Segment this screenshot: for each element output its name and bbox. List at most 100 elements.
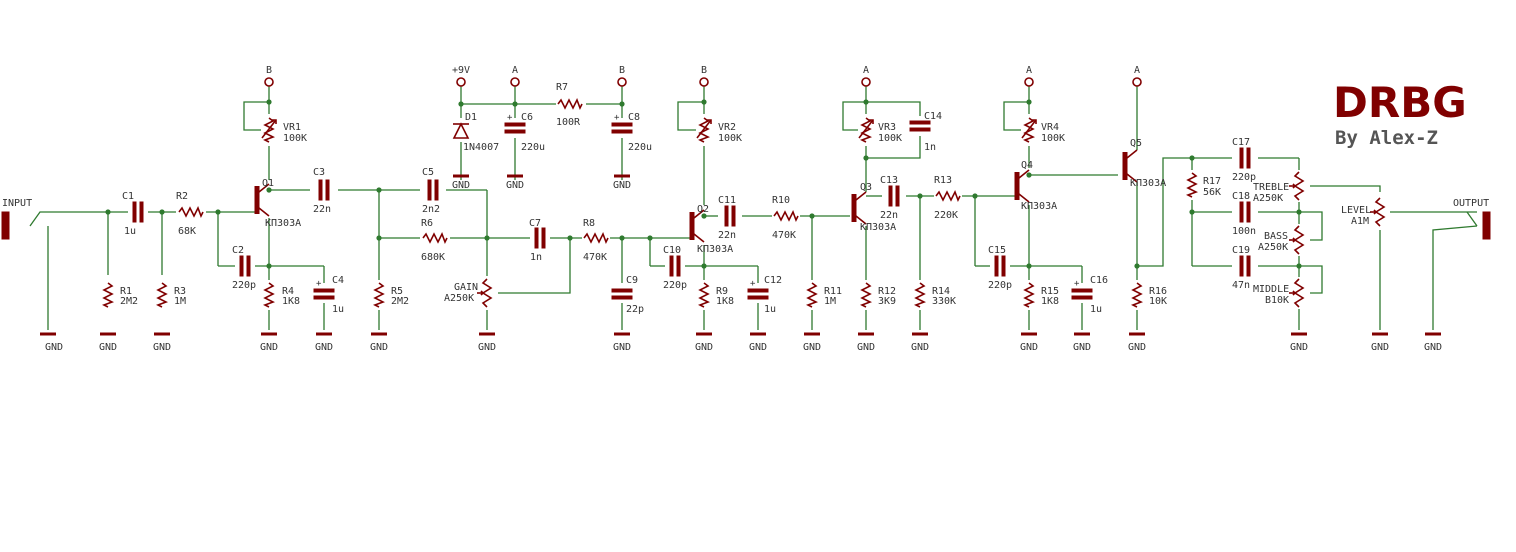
component-label: GND bbox=[260, 342, 278, 353]
component-label: 220u bbox=[628, 142, 652, 153]
component-label: 10K bbox=[1149, 296, 1167, 307]
component-label: GND bbox=[613, 180, 631, 191]
component-label: GND bbox=[1424, 342, 1442, 353]
component-label: 56K bbox=[1203, 187, 1221, 198]
component-label: 220K bbox=[934, 210, 958, 221]
component-label: 1M bbox=[174, 296, 186, 307]
component-label: КП303А bbox=[1021, 201, 1057, 212]
component-label: 1K8 bbox=[716, 296, 734, 307]
component-label: GND bbox=[506, 180, 524, 191]
component-label: GND bbox=[370, 342, 388, 353]
component-label: GAIN bbox=[454, 282, 478, 293]
component-label: КП303А bbox=[697, 244, 733, 255]
labels: INPUT OUTPUT GND GND GND GND GND GND GND… bbox=[2, 65, 1489, 353]
component-label: 22p bbox=[626, 304, 644, 315]
component-label: R7 bbox=[556, 82, 568, 93]
component-label: 330K bbox=[932, 296, 956, 307]
component-label: GND bbox=[99, 342, 117, 353]
component-label: Q1 bbox=[262, 178, 274, 189]
component-label: VR3 bbox=[878, 122, 896, 133]
resistors bbox=[100, 96, 1200, 310]
component-label: +9V bbox=[452, 65, 470, 76]
component-label: 680K bbox=[421, 252, 445, 263]
component-label: GND bbox=[45, 342, 63, 353]
component-label: 1u bbox=[764, 304, 776, 315]
component-label: КП303А bbox=[1130, 178, 1166, 189]
component-label: КП303А bbox=[265, 218, 301, 229]
component-label: GND bbox=[1073, 342, 1091, 353]
component-label: Q4 bbox=[1021, 160, 1033, 171]
component-label: 470K bbox=[772, 230, 796, 241]
component-label: R17 bbox=[1203, 176, 1221, 187]
output-jack bbox=[1482, 211, 1491, 240]
component-label: 2n2 bbox=[422, 204, 440, 215]
component-label: C7 bbox=[529, 218, 541, 229]
component-label: 220p bbox=[1232, 172, 1256, 183]
component-label: C1 bbox=[122, 191, 134, 202]
component-label: 47n bbox=[1232, 280, 1250, 291]
component-label: Q5 bbox=[1130, 138, 1142, 149]
component-label: КП303А bbox=[860, 222, 896, 233]
component-label: A250K bbox=[444, 293, 474, 304]
component-label: 22n bbox=[880, 210, 898, 221]
component-label: 1K8 bbox=[1041, 296, 1059, 307]
component-label: 100K bbox=[1041, 133, 1065, 144]
component-label: C11 bbox=[718, 195, 736, 206]
component-label: C10 bbox=[663, 245, 681, 256]
component-label: R2 bbox=[176, 191, 188, 202]
component-label: GND bbox=[1371, 342, 1389, 353]
component-label: 1u bbox=[1090, 304, 1102, 315]
component-label: 100K bbox=[718, 133, 742, 144]
component-label: C16 bbox=[1090, 275, 1108, 286]
component-label: A bbox=[863, 65, 869, 76]
component-label: 1n bbox=[924, 142, 936, 153]
component-label: R6 bbox=[421, 218, 433, 229]
component-label: 220u bbox=[521, 142, 545, 153]
pots bbox=[476, 170, 1390, 310]
component-label: VR1 bbox=[283, 122, 301, 133]
input-label: INPUT bbox=[2, 198, 32, 209]
component-label: C12 bbox=[764, 275, 782, 286]
component-label: C18 bbox=[1232, 191, 1250, 202]
component-label: R11 bbox=[824, 286, 842, 297]
component-label: C2 bbox=[232, 245, 244, 256]
component-label: A1M bbox=[1351, 216, 1369, 227]
component-label: Q3 bbox=[860, 182, 872, 193]
component-label: VR4 bbox=[1041, 122, 1059, 133]
component-label: A bbox=[1134, 65, 1140, 76]
component-label: C17 bbox=[1232, 137, 1250, 148]
component-label: 2M2 bbox=[391, 296, 409, 307]
component-label: 470K bbox=[583, 252, 607, 263]
component-label: GND bbox=[478, 342, 496, 353]
component-label: 2M2 bbox=[120, 296, 138, 307]
component-label: GND bbox=[695, 342, 713, 353]
component-label: 100K bbox=[283, 133, 307, 144]
component-label: GND bbox=[315, 342, 333, 353]
component-label: R14 bbox=[932, 286, 950, 297]
component-label: GND bbox=[803, 342, 821, 353]
component-label: VR2 bbox=[718, 122, 736, 133]
component-label: C5 bbox=[422, 167, 434, 178]
rail-symbols bbox=[264, 77, 1142, 87]
component-label: 3K9 bbox=[878, 296, 896, 307]
component-label: GND bbox=[1128, 342, 1146, 353]
component-label: A bbox=[512, 65, 518, 76]
component-label: GND bbox=[857, 342, 875, 353]
component-label: R9 bbox=[716, 286, 728, 297]
component-label: A bbox=[1026, 65, 1032, 76]
component-label: R4 bbox=[282, 286, 294, 297]
component-label: C6 bbox=[521, 112, 533, 123]
component-label: 220p bbox=[663, 280, 687, 291]
component-label: GND bbox=[153, 342, 171, 353]
output-label: OUTPUT bbox=[1453, 198, 1489, 209]
component-label: R13 bbox=[934, 175, 952, 186]
diode-d1 bbox=[451, 118, 471, 142]
component-label: 100K bbox=[878, 133, 902, 144]
component-label: GND bbox=[911, 342, 929, 353]
component-label: B bbox=[701, 65, 707, 76]
component-label: R10 bbox=[772, 195, 790, 206]
component-label: C13 bbox=[880, 175, 898, 186]
component-label: C8 bbox=[628, 112, 640, 123]
component-label: 1n bbox=[530, 252, 542, 263]
